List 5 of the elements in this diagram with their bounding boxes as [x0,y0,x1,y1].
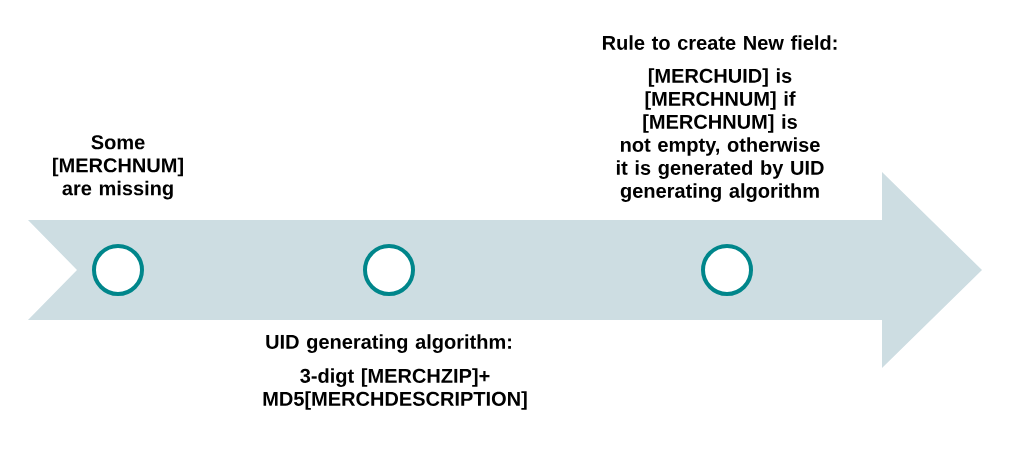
milestone-text: 3-digt [MERCHZIP]+ MD5[MERCHDESCRIPTION] [263,368,527,410]
milestone-text: Some [MERCHNUM] are missing [53,135,183,200]
heading-text: UID generating algorithm: [266,334,511,353]
heading-text: Rule to create New field: [603,35,837,50]
milestone-text: [MERCHUID] is [MERCHNUM] if [MERCHNUM] is not empty, otherwise it is generated by UID generating algorithm [616,68,824,202]
